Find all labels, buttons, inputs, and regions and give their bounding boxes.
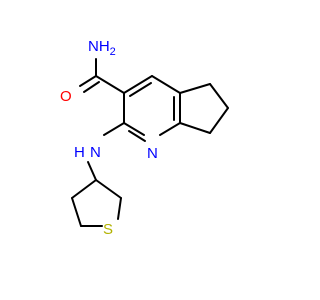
bond-s-c2prime <box>117 197 122 220</box>
pyridine-nitrogen-label: N <box>147 145 158 162</box>
amine-nitrogen-label: N <box>90 144 101 161</box>
atom-label-layer: NH2 O N N H S <box>60 38 158 238</box>
amide-nh2-subscript: 2 <box>110 46 116 58</box>
bond-n1-c2 <box>123 122 145 136</box>
bond-c4a-c5 <box>179 83 211 94</box>
amide-nh2-text: NH <box>88 38 110 55</box>
bond-c3-c4 <box>123 75 153 94</box>
thiolane-sulfur-label: S <box>103 221 113 238</box>
bond-c5-c6 <box>209 83 229 109</box>
bond-c3prime-c4prime <box>71 179 97 199</box>
bond-c2prime-c3prime <box>95 179 122 199</box>
bond-camide-o <box>79 75 97 87</box>
bond-c4prime-c5prime <box>71 197 82 227</box>
molecule-structure: NH2 O N N H S <box>60 38 229 238</box>
bond-c4-c4a <box>151 75 181 94</box>
molecule-canvas: NH2 O N N H S <box>60 38 229 238</box>
bond-c7-c7a <box>179 122 211 134</box>
bond-layer <box>71 58 229 227</box>
amide-nh2-label: NH2 <box>88 38 116 58</box>
amide-oxygen-label: O <box>60 88 72 105</box>
bond-camide-o-second <box>83 81 100 93</box>
bond-n1-c2-inner <box>128 130 146 142</box>
bond-c3-c4-inner <box>129 82 152 97</box>
bond-nh-c3prime <box>87 161 97 181</box>
bond-c2-nh <box>103 122 125 136</box>
bond-c6-c7 <box>209 107 229 134</box>
amine-hydrogen-label: H <box>74 144 85 161</box>
bond-c3-camide <box>95 75 125 94</box>
bond-c7a-n1 <box>159 122 181 136</box>
